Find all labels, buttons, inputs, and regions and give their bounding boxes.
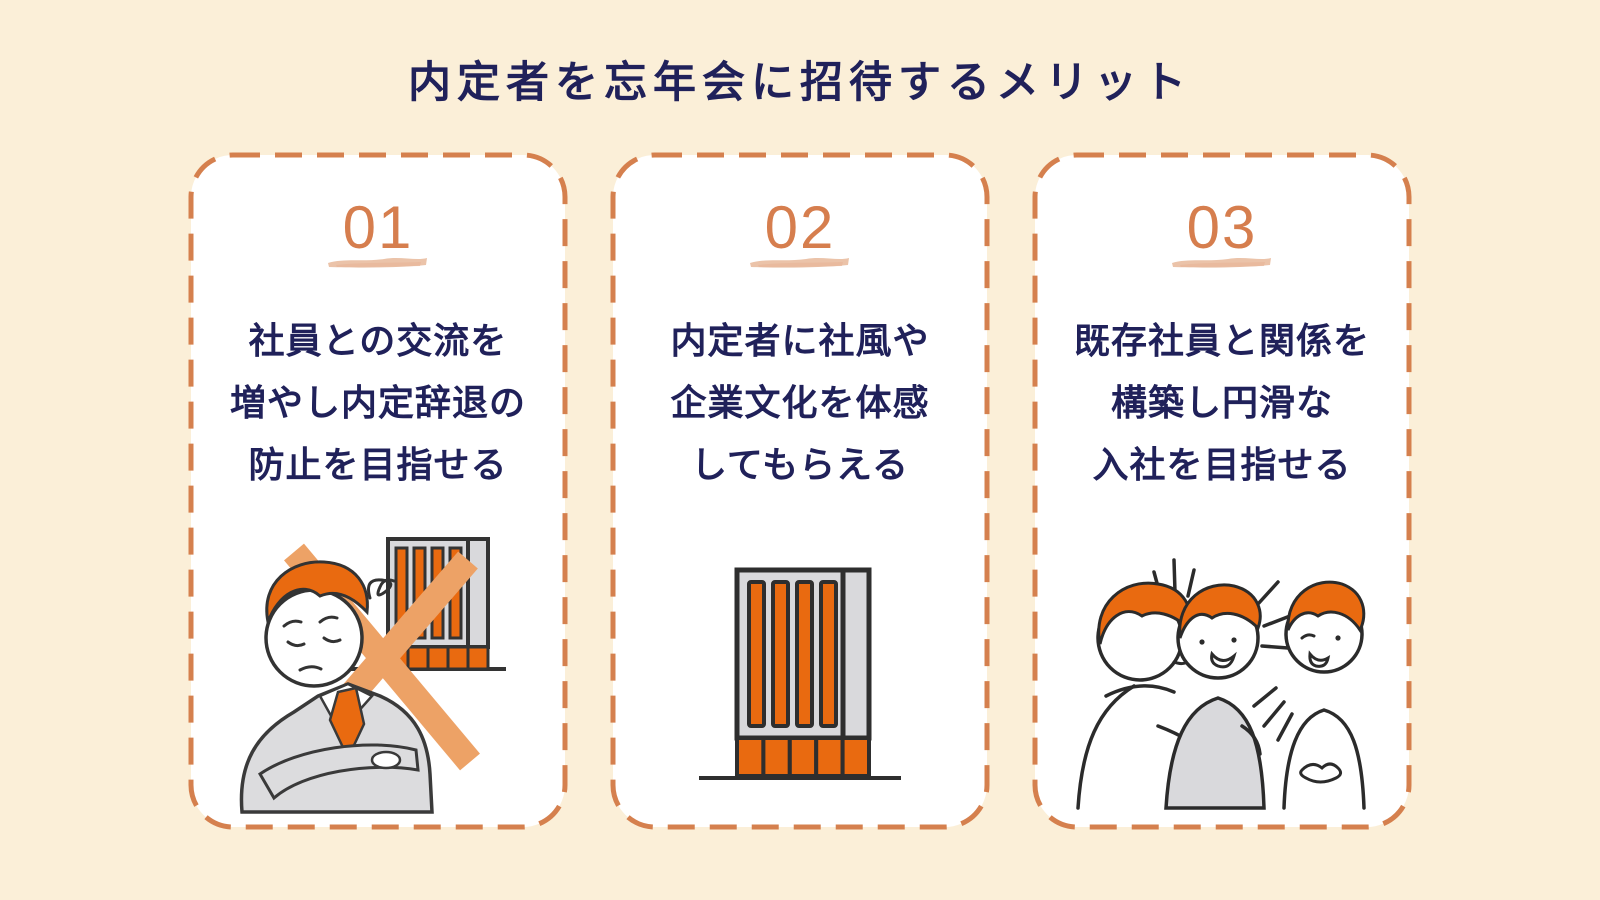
number-underline-brush xyxy=(750,258,849,268)
card-merit-1: 01 社員との交流を 増やし内定辞退の 防止を目指せる xyxy=(188,152,568,830)
card-text-line: 入社を目指せる xyxy=(1092,444,1352,485)
cards-container: 01 社員との交流を 増やし内定辞退の 防止を目指せる xyxy=(188,152,1412,830)
number-underline-brush xyxy=(1172,258,1271,268)
card2-illustration xyxy=(610,552,990,814)
person-right-icon xyxy=(1282,580,1366,810)
card-text: 社員との交流を 増やし内定辞退の 防止を目指せる xyxy=(230,310,526,496)
emphasis-lines-icon xyxy=(1256,580,1292,650)
card-text: 内定者に社風や 企業文化を体感 してもらえる xyxy=(670,310,929,496)
number-underline-brush xyxy=(328,258,427,268)
card-number: 01 xyxy=(342,194,414,261)
card-merit-3: 03 既存社員と関係を 構築し円滑な 入社を目指せる xyxy=(1032,152,1412,830)
card-merit-2: 02 内定者に社風や 企業文化を体感 してもらえる xyxy=(610,152,990,830)
office-building-illustration xyxy=(699,567,901,780)
card3-illustration xyxy=(1032,546,1412,814)
card-text-line: 増やし内定辞退の xyxy=(229,382,526,423)
card-content: 01 社員との交流を 増やし内定辞退の 防止を目指せる xyxy=(188,152,568,830)
page-title: 内定者を忘年会に招待するメリット xyxy=(408,59,1192,107)
card-number: 02 xyxy=(764,194,836,261)
card-text-line: 構築し円滑な xyxy=(1110,382,1333,423)
sad-employee-building-crossed-illustration xyxy=(239,537,506,814)
sad-man-icon xyxy=(239,560,434,814)
building-icon xyxy=(699,567,901,780)
emphasis-lines-icon xyxy=(1252,686,1294,742)
card-text-line: 内定者に社風や xyxy=(670,320,930,361)
card-text-line: 既存社員と関係を xyxy=(1073,320,1370,361)
card-text-line: 企業文化を体感 xyxy=(670,382,930,423)
card-text-line: 防止を目指せる xyxy=(248,444,508,485)
card-text-line: してもらえる xyxy=(690,444,910,485)
card-content: 02 内定者に社風や 企業文化を体感 してもらえる xyxy=(610,152,990,830)
card-text: 既存社員と関係を 構築し円滑な 入社を目指せる xyxy=(1074,310,1370,496)
card-number: 03 xyxy=(1186,194,1258,261)
card-text-line: 社員との交流を xyxy=(248,320,508,361)
employees-conversation-illustration xyxy=(1076,558,1366,810)
person-middle-icon xyxy=(1164,583,1266,810)
card-content: 03 既存社員と関係を 構築し円滑な 入社を目指せる xyxy=(1032,152,1412,830)
card-dashed-border xyxy=(610,152,990,830)
card1-illustration xyxy=(188,522,568,814)
